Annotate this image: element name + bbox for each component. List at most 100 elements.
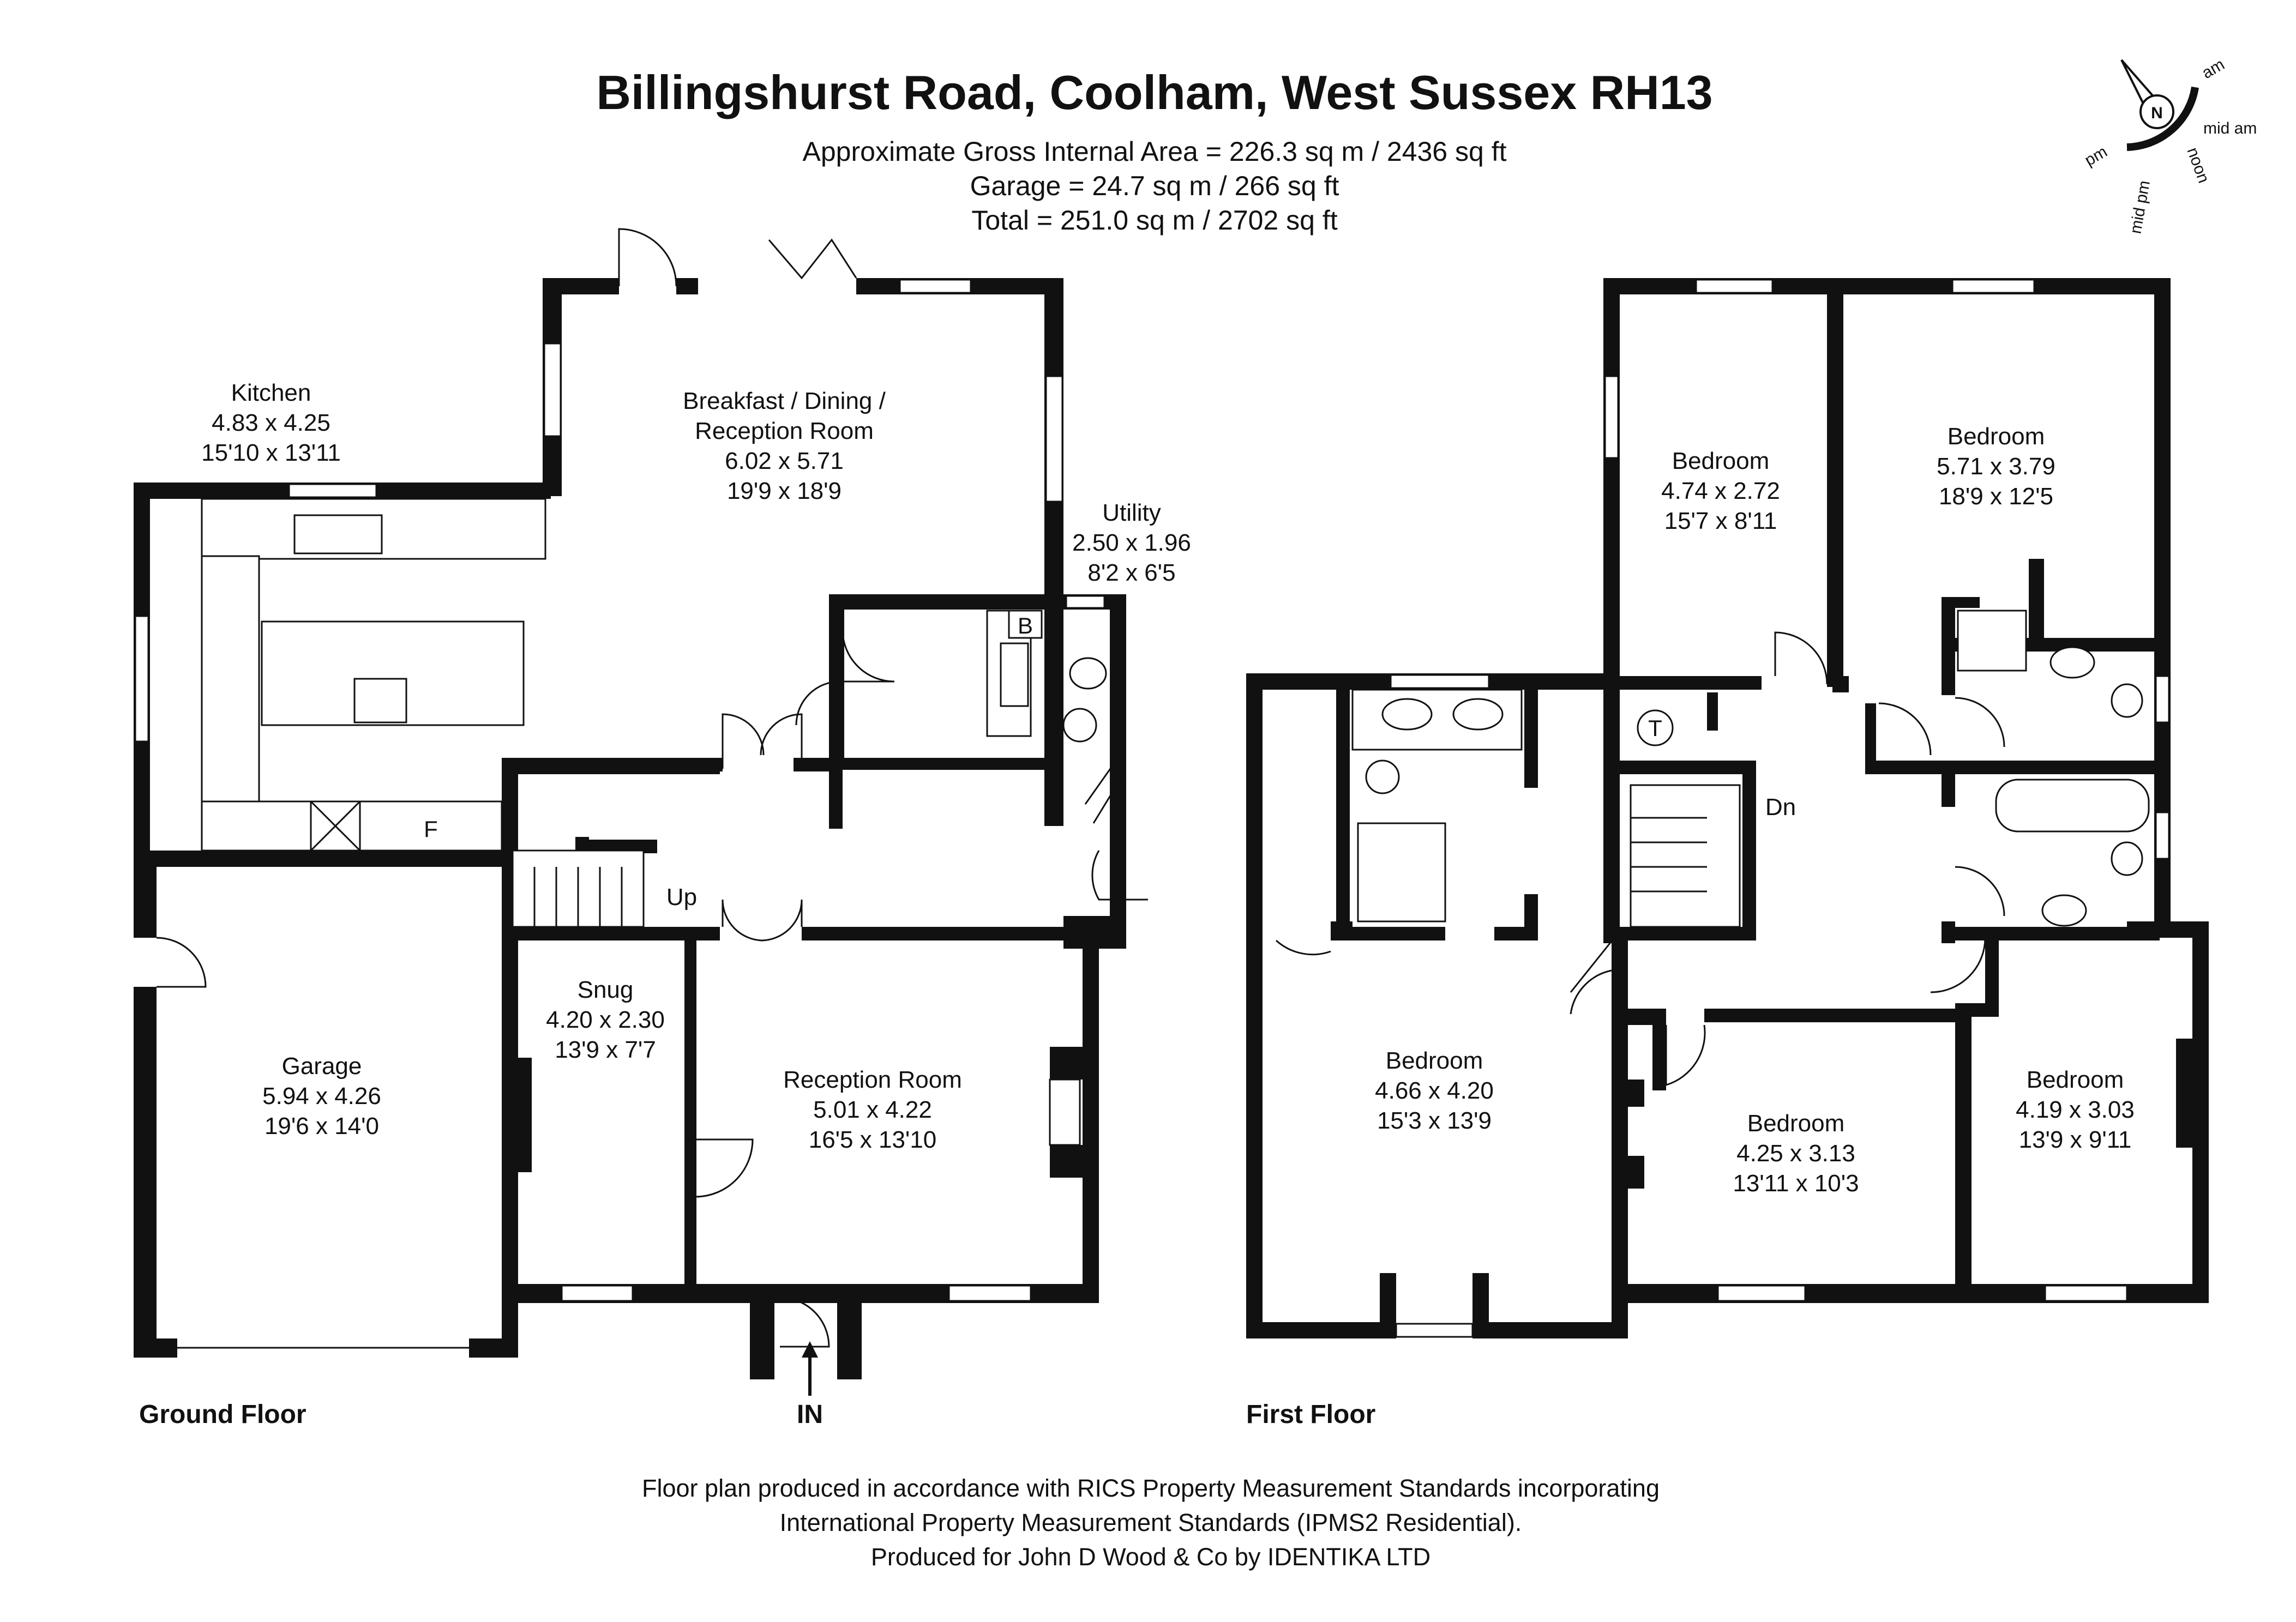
total-area: Total = 251.0 sq m / 2702 sq ft (971, 205, 1337, 236)
room-metric: 4.20 x 2.30 (546, 1006, 665, 1033)
wall (1612, 1080, 1644, 1107)
wall (1246, 673, 1263, 1338)
wall (1246, 1322, 1393, 1338)
ground-floor-plan: F B Up Kitchen 4.83 x 4.25 15'10 x 13'11… (134, 228, 1191, 1429)
wall (543, 278, 619, 294)
window (543, 342, 562, 437)
room-name: Bedroom (1386, 1047, 1483, 1074)
wall (2176, 1039, 2192, 1148)
plan-title: Billingshurst Road, Coolham, West Sussex… (596, 65, 1712, 119)
stairs-down-label: Dn (1765, 794, 1796, 821)
wall (802, 927, 1096, 940)
room-metric: 6.02 x 5.71 (725, 448, 844, 474)
compass-noon: noon (2183, 145, 2213, 185)
hob-icon (353, 678, 407, 723)
window (288, 483, 377, 498)
window (899, 279, 972, 294)
stairs-down (1630, 784, 1741, 928)
wall (134, 1338, 177, 1358)
room-name: Bedroom (1672, 448, 1770, 474)
snug-door (696, 1138, 754, 1198)
wall (1865, 761, 1947, 774)
wall (676, 278, 698, 294)
wall (750, 1284, 774, 1379)
room-imperial: 15'3 x 13'9 (1377, 1107, 1492, 1134)
wall (1603, 278, 1620, 692)
room-name: Bedroom (2027, 1066, 2124, 1093)
room-bedroom-e: Bedroom 4.19 x 3.03 13'9 x 9'11 (2016, 1066, 2135, 1153)
footer-line-1: Floor plan produced in accordance with R… (642, 1474, 1660, 1502)
window (1390, 674, 1490, 689)
double-door (722, 713, 803, 769)
stairs-up (512, 849, 645, 928)
vanity (1351, 689, 1523, 751)
compass-sun-arc (2126, 86, 2199, 151)
window (1065, 595, 1105, 609)
wall (829, 758, 843, 829)
shower-icon (1357, 822, 1446, 922)
window (1951, 279, 2035, 294)
toilet-icon (1365, 759, 1400, 794)
entrance-arrow-icon (802, 1341, 818, 1358)
front-door (779, 1297, 830, 1348)
room-imperial: 18'9 x 12'5 (1939, 483, 2053, 510)
garage-side-door (156, 937, 207, 988)
basin-icon (1062, 708, 1097, 743)
wall (1955, 1009, 1972, 1303)
wall (1865, 703, 1876, 763)
wall (1942, 597, 1955, 695)
room-metric: 4.25 x 3.13 (1736, 1140, 1855, 1167)
back-door (1091, 850, 1148, 901)
bath-icon (1995, 779, 2150, 833)
wall (1620, 676, 1762, 690)
wall (1380, 1273, 1396, 1338)
tank-icon (1637, 709, 1674, 746)
toilet-icon (2111, 683, 2143, 718)
door (1955, 866, 2005, 916)
wall (1832, 294, 1843, 692)
wall (2029, 559, 2044, 652)
room-breakfast-dining-reception: Breakfast / Dining / Reception Room 6.02… (683, 388, 886, 504)
tank-label: T (1648, 715, 1662, 741)
room-imperial: 15'7 x 8'11 (1664, 508, 1777, 534)
room-imperial: 15'10 x 13'11 (201, 439, 341, 466)
room-name: Kitchen (231, 379, 311, 406)
door (1570, 937, 1615, 1015)
room-bedroom-d: Bedroom 4.25 x 3.13 13'11 x 10'3 (1733, 1110, 1859, 1197)
wall (1985, 938, 1999, 1009)
room-bedroom-c: Bedroom 4.66 x 4.20 15'3 x 13'9 (1375, 1047, 1494, 1134)
wall (1603, 761, 1756, 774)
room-kitchen: Kitchen 4.83 x 4.25 15'10 x 13'11 (201, 379, 341, 466)
room-metric: 5.71 x 3.79 (1937, 453, 2055, 480)
wall (1050, 1047, 1083, 1080)
boiler-label: B (1018, 613, 1033, 638)
window (1695, 279, 1774, 294)
window (2044, 1285, 2128, 1302)
wall (469, 1338, 518, 1358)
window (1045, 375, 1063, 503)
room-imperial: 8'2 x 6'5 (1087, 559, 1175, 586)
wall (1603, 278, 2171, 294)
wall (834, 758, 1063, 770)
compass-north: N (2151, 104, 2163, 122)
room-metric: 5.94 x 4.26 (262, 1083, 381, 1110)
toilet-icon (1069, 657, 1107, 690)
fridge-label: F (424, 816, 438, 842)
wall (1704, 1009, 1972, 1022)
wall (1707, 692, 1718, 731)
sink-icon (1000, 642, 1029, 707)
room-reception: Reception Room 5.01 x 4.22 16'5 x 13'10 (783, 1066, 962, 1153)
bifold-door (768, 238, 857, 280)
room-name: Reception Room (783, 1066, 962, 1093)
wall (1612, 1156, 1644, 1189)
garage-area: Garage = 24.7 sq m / 266 sq ft (970, 171, 1339, 201)
room-utility: Utility 2.50 x 1.96 8'2 x 6'5 (1072, 499, 1191, 586)
room-metric: 2.50 x 1.96 (1072, 529, 1191, 556)
room-name: Reception Room (695, 418, 874, 444)
door (1930, 937, 1986, 993)
appliance-icon (310, 800, 361, 852)
wall (134, 851, 504, 867)
basin-icon (1381, 698, 1433, 731)
wall (1494, 927, 1538, 940)
basin-icon (2049, 646, 2095, 679)
